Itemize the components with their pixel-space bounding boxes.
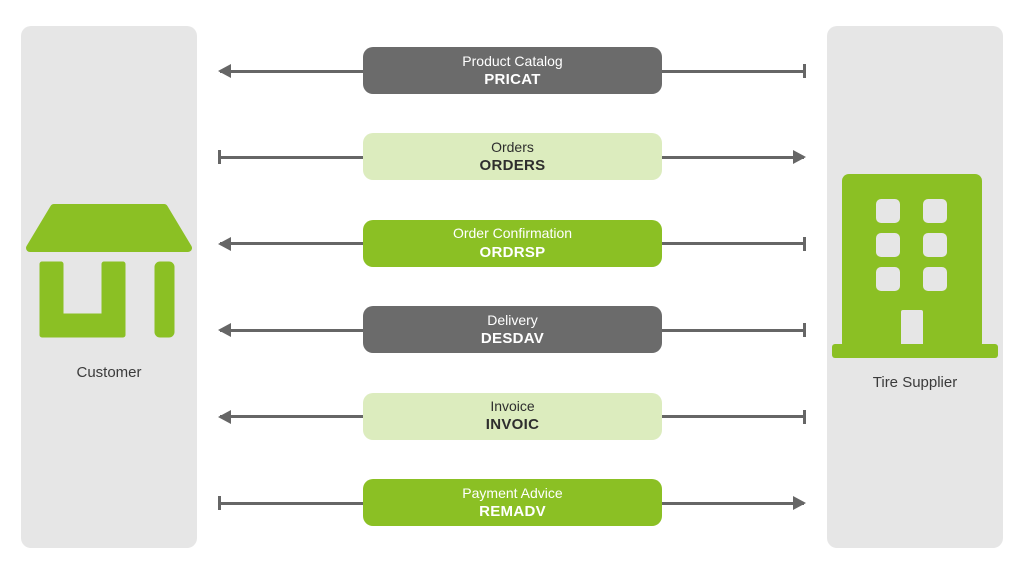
- message-flow-row: Orders ORDERS: [218, 133, 806, 181]
- customer-panel: Customer: [21, 26, 197, 548]
- supplier-panel: Tire Supplier: [827, 26, 1003, 548]
- message-label: Delivery: [487, 311, 538, 328]
- message-code: REMADV: [479, 502, 546, 520]
- message-code: DESDAV: [480, 330, 545, 348]
- message-label: Order Confirmation: [452, 225, 573, 242]
- arrow-tail-cap: [218, 496, 221, 510]
- arrow-tail-cap: [803, 64, 806, 78]
- arrowhead-icon: [218, 64, 231, 78]
- message-flow-row: Order Confirmation ORDRSP: [218, 219, 806, 268]
- arrow-tail-cap: [218, 150, 221, 165]
- message-pill: Order Confirmation ORDRSP: [363, 219, 662, 267]
- message-code: PRICAT: [484, 70, 541, 88]
- message-flow-row: Invoice INVOIC: [218, 392, 806, 441]
- arrowhead-icon: [793, 496, 806, 510]
- message-pill: Delivery DESDAV: [363, 306, 662, 354]
- message-code: INVOIC: [485, 416, 540, 434]
- message-flow-row: Delivery DESDAV: [218, 306, 806, 354]
- customer-label: Customer: [76, 364, 142, 381]
- arrowhead-icon: [218, 323, 231, 338]
- supplier-label: Tire Supplier: [872, 374, 958, 391]
- message-code: ORDERS: [479, 157, 546, 175]
- building-icon: [832, 174, 998, 358]
- message-label: Product Catalog: [462, 52, 563, 69]
- arrow-tail-cap: [803, 409, 806, 424]
- message-label: Invoice: [490, 398, 535, 415]
- message-rows: Product Catalog PRICAT Orders ORDERS Ord…: [218, 0, 806, 576]
- message-label: Orders: [491, 139, 534, 156]
- arrowhead-icon: [218, 236, 231, 251]
- arrow-tail-cap: [803, 236, 806, 251]
- storefront-icon: [26, 204, 192, 338]
- message-code: ORDRSP: [479, 243, 546, 261]
- arrowhead-icon: [218, 409, 231, 424]
- arrowhead-icon: [793, 150, 806, 165]
- message-pill: Product Catalog PRICAT: [363, 47, 662, 94]
- message-pill: Orders ORDERS: [363, 133, 662, 181]
- message-pill: Invoice INVOIC: [363, 392, 662, 440]
- message-flow-row: Payment Advice REMADV: [218, 479, 806, 527]
- arrow-tail-cap: [803, 323, 806, 338]
- message-flow-row: Product Catalog PRICAT: [218, 47, 806, 95]
- message-pill: Payment Advice REMADV: [363, 479, 662, 526]
- message-label: Payment Advice: [462, 484, 563, 501]
